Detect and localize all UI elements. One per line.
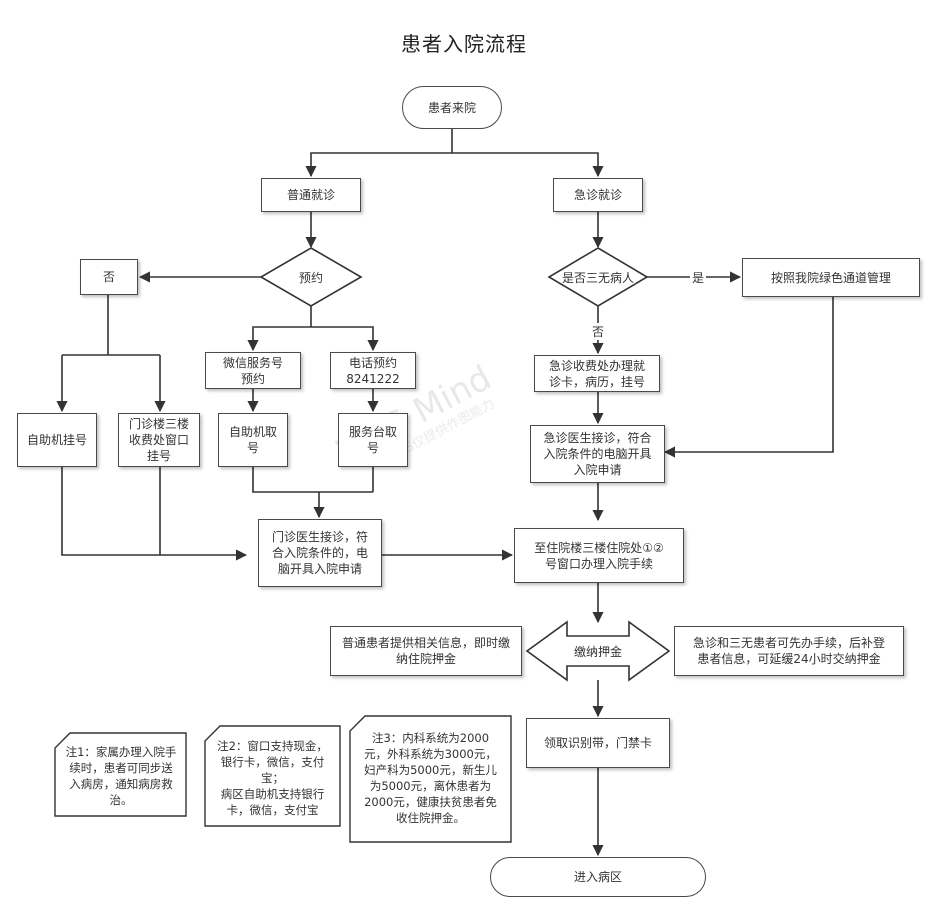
node-regular-visit: 普通就诊 [261, 178, 361, 212]
note-3: 注3：内科系统为2000 元，外科系统为3000元， 妇产科为5000元，新生儿… [364, 731, 497, 825]
node-pay-deposit: 缴纳押金 [573, 645, 622, 659]
node-emergency-visit: 急诊就诊 [553, 178, 643, 212]
edge-label-no: 否 [590, 323, 607, 340]
node-admission-office: 至住院楼三楼住院处①② 号窗口办理入院手续 [514, 528, 684, 583]
node-service-desk-pickup: 服务台取 号 [338, 413, 408, 467]
edge-label-yes: 是 [690, 269, 707, 286]
node-is-three-none: 是否三无病人 [561, 271, 634, 285]
node-appointment: 预约 [298, 271, 323, 285]
edge-to-regular [305, 152, 452, 178]
node-phone-appointment: 电话预约 8241222 [330, 352, 416, 389]
node-emergency-doctor: 急诊医生接诊，符合 入院条件的电脑开具 入院申请 [530, 425, 665, 483]
note2-shape [204, 725, 341, 827]
node-emergency-deposit-info: 急诊和三无患者可先办手续，后补登 患者信息，可延缓24小时交纳押金 [674, 626, 904, 676]
three-none-diamond [547, 247, 649, 307]
node-emergency-registration: 急诊收费处办理就 诊卡，病历，挂号 [534, 355, 660, 392]
node-self-service-pickup: 自助机取 号 [218, 413, 288, 467]
deposit-double-arrow [525, 620, 671, 682]
node-self-service-register: 自助机挂号 [17, 413, 97, 467]
node-get-wristband: 领取识别带，门禁卡 [526, 718, 670, 768]
note-1: 注1：家属办理入院手 续时，患者可同步送 入病房，通知病房救 治。 [65, 745, 177, 807]
node-outpatient-doctor: 门诊医生接诊，符 合入院条件的，电 脑开具入院申请 [258, 519, 382, 587]
node-enter-ward: 进入病区 [490, 857, 706, 897]
edge-to-emergency [452, 152, 604, 178]
edge-self-register-merge [61, 467, 248, 561]
node-green-channel: 按照我院绿色通道管理 [742, 258, 920, 297]
edge-green-to-doctor [663, 297, 834, 458]
node-wechat-appointment: 微信服务号 预约 [205, 352, 301, 389]
node-outpatient-window: 门诊楼三楼 收费处窗口 挂号 [118, 413, 200, 467]
node-patient-arrives: 患者来院 [402, 86, 502, 129]
note-2: 注2：窗口支持现金， 银行卡，微信，支付 宝； 病区自助机支持银行 卡，微信，支… [217, 739, 328, 817]
edge-to-phone [311, 326, 379, 352]
note1-shape [54, 732, 187, 817]
appointment-diamond [259, 247, 363, 307]
edge-to-wechat [247, 326, 311, 352]
flowchart-title: 患者入院流程 [401, 32, 527, 56]
note3-shape [349, 715, 512, 843]
node-regular-deposit-info: 普通患者提供相关信息，即时缴 纳住院押金 [330, 626, 522, 676]
node-no: 否 [80, 259, 138, 295]
edge-pickup-merge [252, 467, 373, 493]
